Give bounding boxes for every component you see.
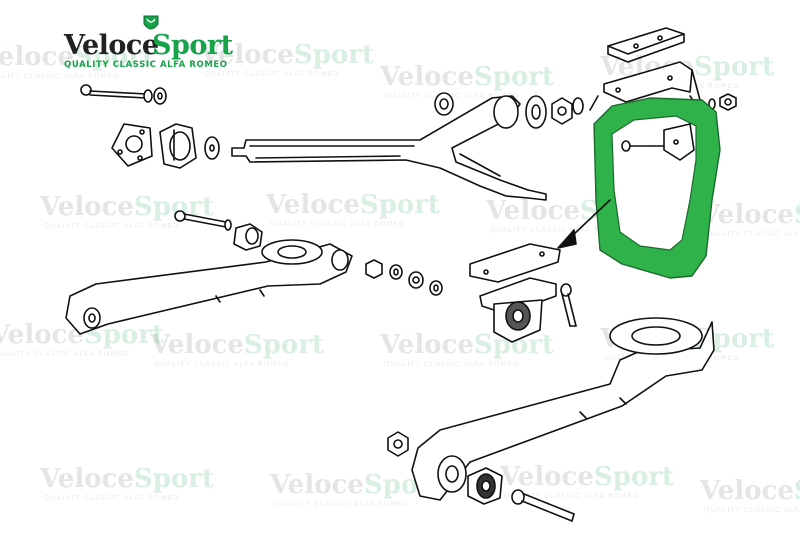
bushing-housing <box>160 124 196 168</box>
bolt-lower-bracket <box>561 284 576 326</box>
a-frame-arm <box>232 93 546 200</box>
assembly-arrow <box>558 200 610 248</box>
bushing-right <box>526 96 546 128</box>
washer-left <box>205 137 219 159</box>
mount-plate-triangle <box>112 124 152 166</box>
nut-right <box>552 98 583 124</box>
highlighted-bracket <box>594 98 720 278</box>
lower-bracket <box>470 244 560 342</box>
brand-name-part1: Veloce <box>64 30 159 61</box>
washer-top-left <box>154 88 166 104</box>
brand-logo: Veloce Sport QUALITY CLASSIC ALFA ROMEO <box>56 15 246 72</box>
right-trailing-arm <box>412 318 714 500</box>
left-trailing-arm <box>66 240 352 334</box>
bolt-lower-right <box>512 490 574 521</box>
crest-icon <box>143 15 159 30</box>
mount-plate-top <box>608 28 684 62</box>
brand-name-part2: Sport <box>152 30 233 61</box>
bushing-lower <box>468 468 502 504</box>
small-parts-row <box>366 260 442 295</box>
bolt-top-left <box>81 85 152 102</box>
bushing-mid-left <box>234 224 262 250</box>
bolt-mid-left <box>175 211 231 230</box>
nut-lower-left <box>388 432 408 456</box>
brand-tagline: QUALITY CLASSIC ALFA ROMEO <box>64 60 228 70</box>
small-nut <box>709 94 736 110</box>
